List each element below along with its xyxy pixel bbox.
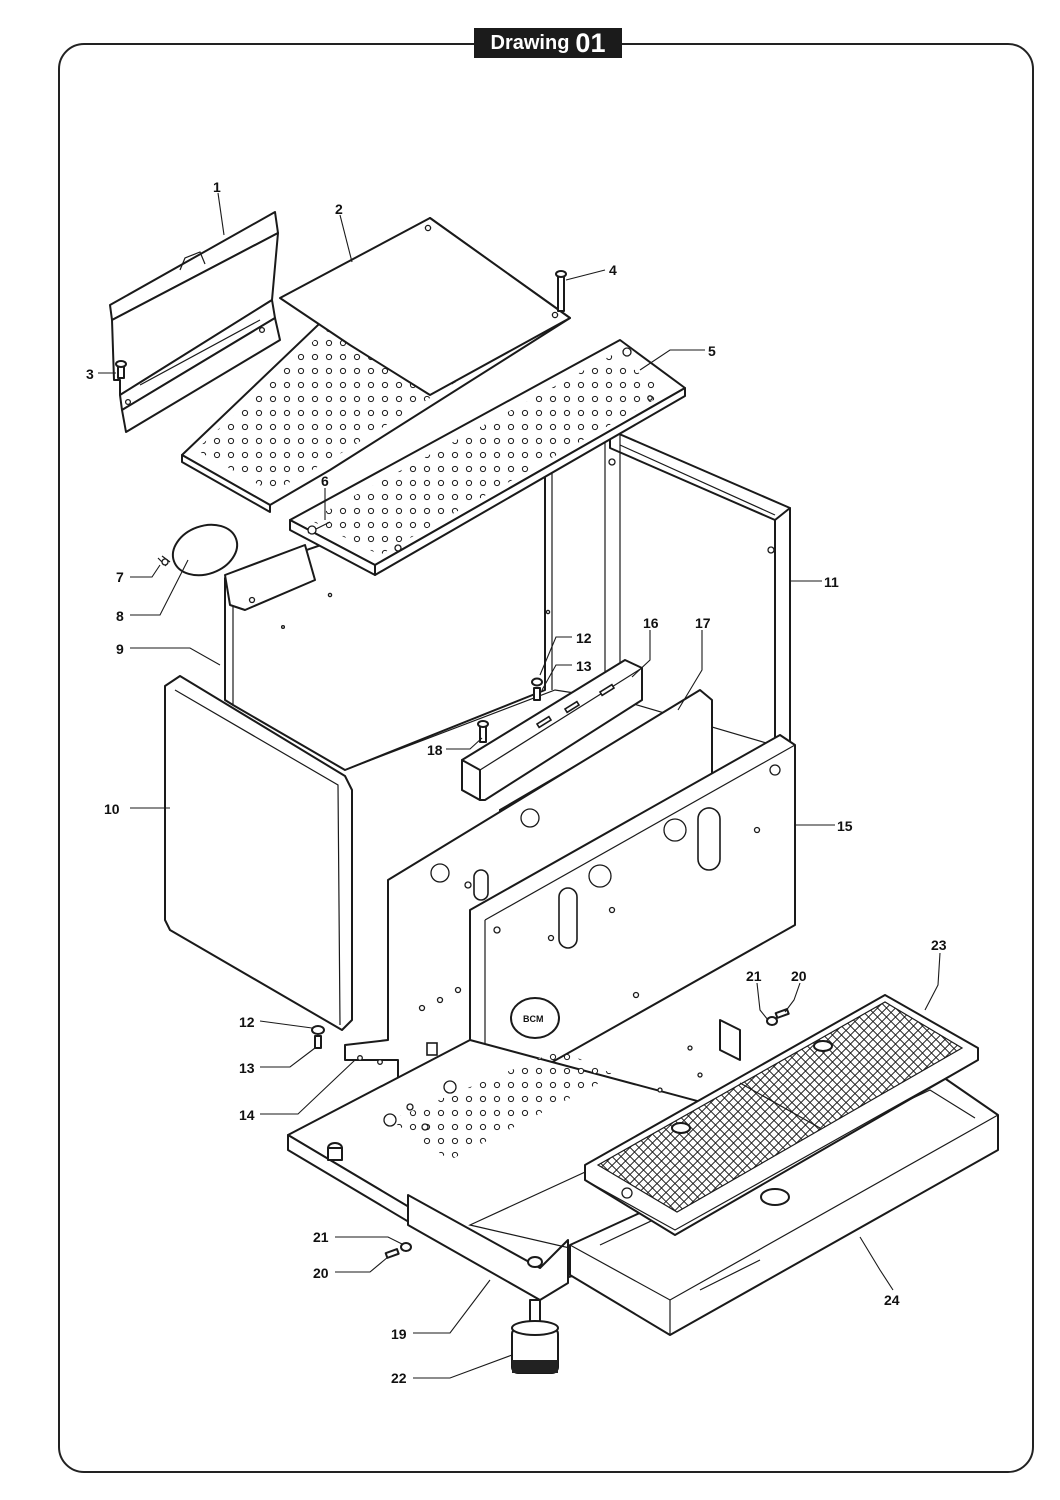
leader-lines xyxy=(98,192,941,1379)
clip xyxy=(157,555,171,567)
callout-8: 8 xyxy=(116,608,124,624)
callout-15: 15 xyxy=(837,818,853,834)
callout-13-upper: 13 xyxy=(576,658,592,674)
callout-21-rear: 21 xyxy=(746,968,762,984)
callout-21-front: 21 xyxy=(313,1229,329,1245)
callout-24: 24 xyxy=(884,1292,900,1308)
callout-19: 19 xyxy=(391,1326,407,1342)
cup-warmer-tray xyxy=(289,339,686,576)
callout-14: 14 xyxy=(239,1107,255,1123)
round-gasket xyxy=(171,523,239,577)
callout-20-rear: 20 xyxy=(791,968,807,984)
drip-grate xyxy=(584,994,979,1236)
adjustable-foot xyxy=(511,1299,559,1374)
bracket-screws xyxy=(531,677,543,701)
callout-2: 2 xyxy=(335,201,343,217)
callout-18: 18 xyxy=(427,742,443,758)
callout-10: 10 xyxy=(104,801,120,817)
callout-5: 5 xyxy=(708,343,716,359)
right-side-panel xyxy=(604,429,791,781)
callout-20-front: 20 xyxy=(313,1265,329,1281)
screw-3 xyxy=(115,360,127,379)
foot-screws-left xyxy=(311,1025,325,1049)
drawing-title-word: Drawing xyxy=(490,31,570,54)
brand-logo xyxy=(510,997,560,1039)
brand-logo-text: BCM xyxy=(523,1014,544,1024)
callout-12-upper: 12 xyxy=(576,630,592,646)
drawing-title-number: 01 xyxy=(575,27,606,58)
top-perforated-panel xyxy=(181,217,571,513)
callout-4: 4 xyxy=(609,262,617,278)
callout-23: 23 xyxy=(931,937,947,953)
left-side-panel xyxy=(164,675,353,1031)
callout-6: 6 xyxy=(321,473,329,489)
callout-13-lower: 13 xyxy=(239,1060,255,1076)
callout-1: 1 xyxy=(213,179,221,195)
callout-22: 22 xyxy=(391,1370,407,1386)
screw-4 xyxy=(555,270,567,312)
callout-12-lower: 12 xyxy=(239,1014,255,1030)
front-chassis-plate: BCM xyxy=(469,734,796,1101)
callout-numbers: 1 2 3 4 5 6 7 8 9 10 11 12 13 16 17 18 1… xyxy=(86,179,947,1386)
screw-18 xyxy=(477,720,489,743)
callout-16: 16 xyxy=(643,615,659,631)
callout-3: 3 xyxy=(86,366,94,382)
callout-17: 17 xyxy=(695,615,711,631)
screw-6 xyxy=(307,521,331,535)
bracket xyxy=(461,659,643,801)
callout-9: 9 xyxy=(116,641,124,657)
cup-rail xyxy=(109,211,281,433)
callout-11: 11 xyxy=(824,574,839,590)
drawing-title: Drawing 01 xyxy=(474,28,622,58)
base-screws-front xyxy=(384,1242,412,1259)
callout-7: 7 xyxy=(116,569,124,585)
